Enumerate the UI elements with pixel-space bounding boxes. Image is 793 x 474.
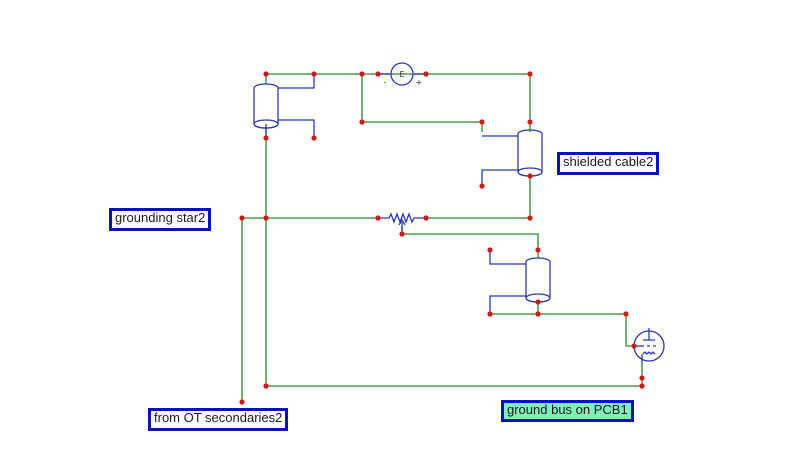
node: [399, 231, 405, 237]
wires: [241, 73, 643, 402]
wire-branch-362[interactable]: [361, 74, 483, 132]
label-shielded-cable[interactable]: shielded cable2: [557, 152, 660, 175]
shielded-cable-2[interactable]: [481, 129, 543, 186]
node: [263, 135, 269, 141]
node: [311, 71, 317, 77]
node: [527, 71, 533, 77]
node: [639, 375, 645, 381]
label-from-ot-secondaries[interactable]: from OT secondaries2: [148, 408, 289, 431]
source-minus: -: [384, 78, 387, 87]
node: [535, 247, 541, 253]
node: [311, 135, 317, 141]
shielded-cable-3[interactable]: [489, 250, 551, 314]
node: [239, 399, 245, 405]
source-symbol: E: [399, 70, 404, 79]
voltage-source[interactable]: E - +: [378, 62, 426, 87]
node: [263, 215, 269, 221]
node: [527, 119, 533, 125]
wire-cable3-to-tube[interactable]: [537, 302, 634, 347]
wire-wiper[interactable]: [401, 226, 539, 258]
node: [639, 383, 645, 389]
source-plus: +: [416, 78, 423, 87]
node: [239, 215, 245, 221]
node: [479, 183, 485, 189]
node: [535, 311, 541, 317]
potentiometer[interactable]: [378, 212, 426, 232]
node: [359, 71, 365, 77]
node: [623, 311, 629, 317]
node: [423, 215, 429, 221]
node: [423, 71, 429, 77]
nodes: [239, 71, 645, 405]
node: [375, 71, 381, 77]
node: [487, 311, 493, 317]
shielded-cable-1[interactable]: [253, 74, 315, 138]
node: [527, 215, 533, 221]
label-grounding-star[interactable]: grounding star2: [109, 208, 212, 231]
node: [535, 299, 541, 305]
node: [527, 173, 533, 179]
label-ground-bus[interactable]: ground bus on PCB1: [501, 400, 634, 422]
node: [479, 119, 485, 125]
node: [375, 215, 381, 221]
node: [263, 71, 269, 77]
node: [359, 119, 365, 125]
node: [631, 343, 637, 349]
vacuum-tube[interactable]: [633, 328, 665, 364]
node: [487, 247, 493, 253]
node: [263, 383, 269, 389]
